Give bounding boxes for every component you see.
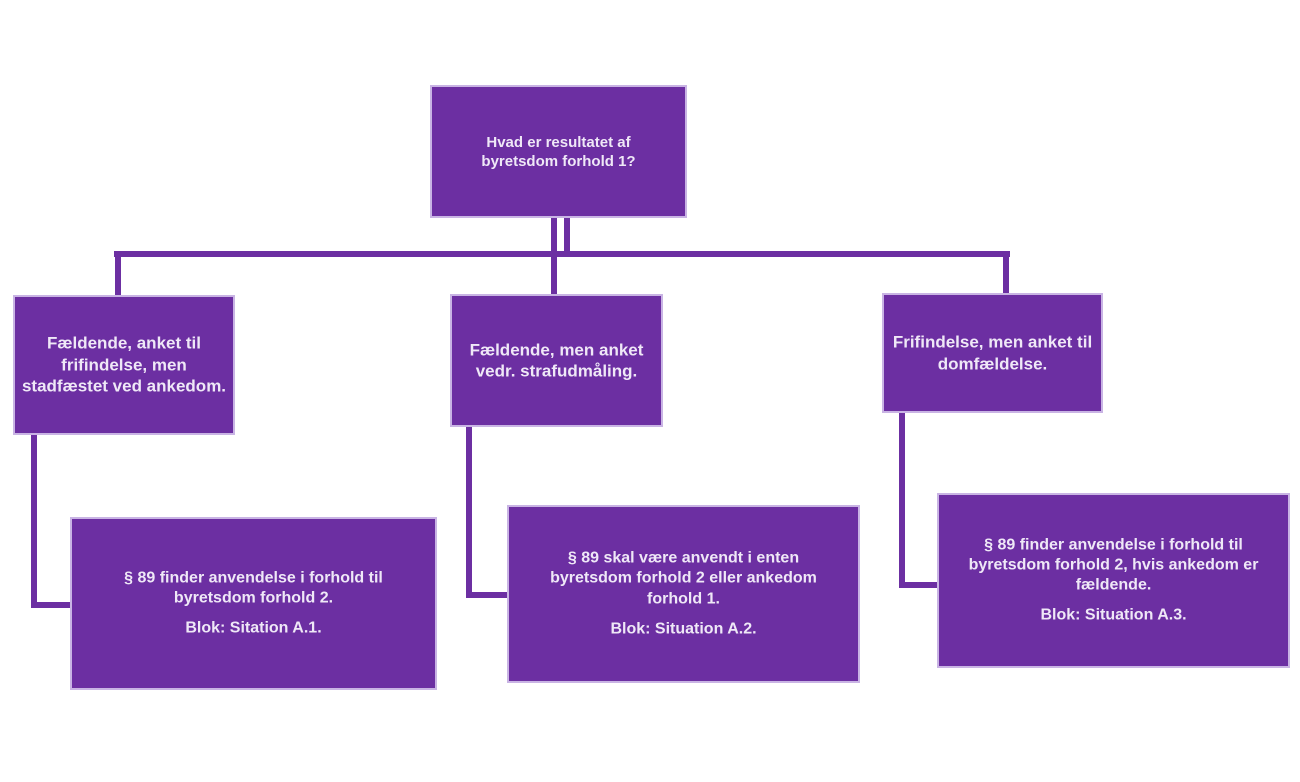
connector-bus-horizontal [114,251,1010,257]
connector-elbow-1-vertical [466,427,472,598]
node-branch-2-block-label: Blok: Situation A.3. [1040,606,1187,624]
node-branch-0-condition-label: Fældende, anket til frifindelse, men sta… [21,333,227,396]
connector-elbow-0-horizontal [31,602,73,608]
node-branch-2-result-content: § 89 finder anvendelse i forhold til byr… [969,535,1259,626]
connector-drop-left [115,251,121,295]
connector-elbow-0-vertical [31,435,37,608]
node-branch-1-result-label: § 89 skal være anvendt i enten byretsdom… [550,549,817,607]
node-branch-1-condition: Fældende, men anket vedr. strafudmåling. [450,294,663,427]
connector-drop-right [1003,251,1009,293]
node-branch-1-result-content: § 89 skal være anvendt i enten byretsdom… [550,548,817,639]
connector-elbow-2-vertical [899,413,905,588]
node-branch-0-result-label: § 89 finder anvendelse i forhold til byr… [124,569,383,607]
node-branch-2-result: § 89 finder anvendelse i forhold til byr… [937,493,1290,668]
node-branch-1-result: § 89 skal være anvendt i enten byretsdom… [507,505,860,683]
node-branch-1-block-label: Blok: Situation A.2. [610,620,757,638]
node-branch-2-condition-label: Frifindelse, men anket til domfældelse. [892,332,1093,373]
node-branch-2-condition: Frifindelse, men anket til domfældelse. [882,293,1103,413]
node-branch-2-result-label: § 89 finder anvendelse i forhold til byr… [968,535,1259,594]
node-root-question-label: Hvad er resultatet af byretsdom forhold … [481,133,636,170]
connector-elbow-2-horizontal [899,582,940,588]
node-branch-0-result: § 89 finder anvendelse i forhold til byr… [70,517,437,690]
node-branch-0-condition: Fældende, anket til frifindelse, men sta… [13,295,235,435]
node-branch-0-result-content: § 89 finder anvendelse i forhold til byr… [124,568,383,639]
connector-elbow-1-horizontal [466,592,510,598]
node-branch-1-condition-label: Fældende, men anket vedr. strafudmåling. [469,339,644,381]
node-root-question: Hvad er resultatet af byretsdom forhold … [430,85,687,218]
node-branch-0-block-label: Blok: Sitation A.1. [185,619,322,637]
connector-root-double-line-b [564,218,570,257]
